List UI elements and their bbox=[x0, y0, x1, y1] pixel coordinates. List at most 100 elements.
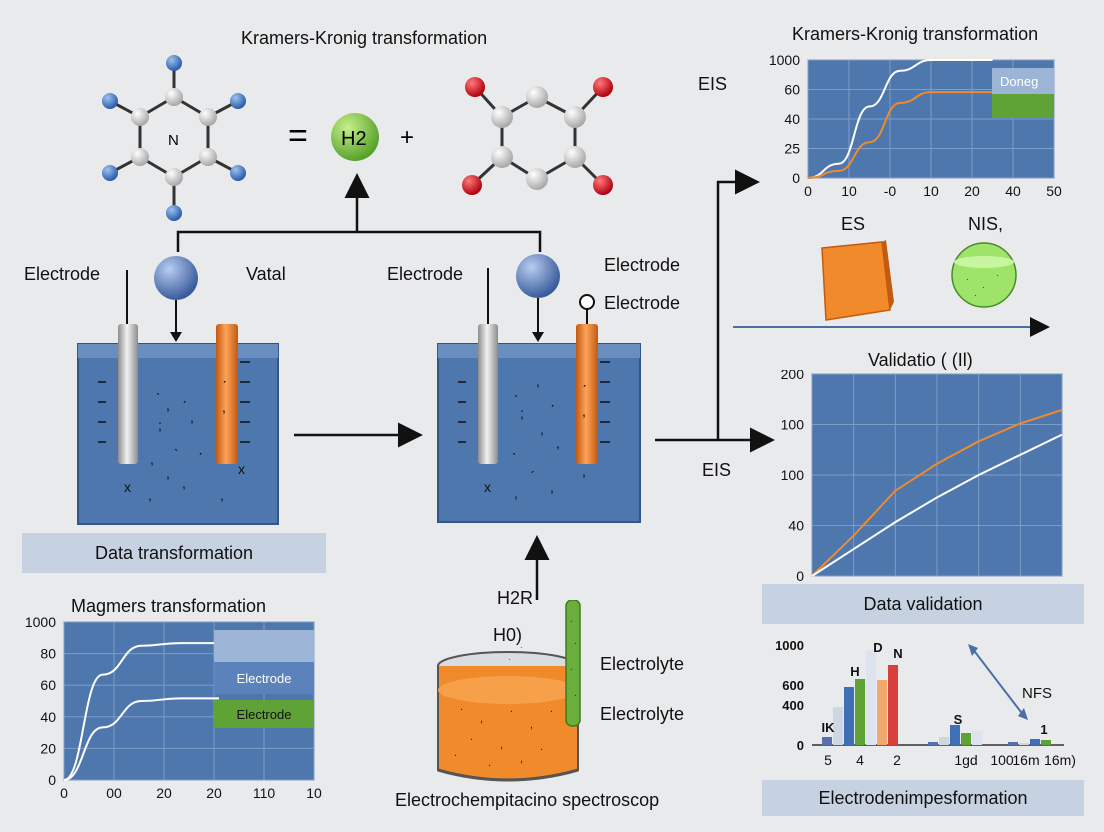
bar bbox=[888, 665, 898, 745]
bar bbox=[866, 650, 876, 745]
data-transformation-band: Data transformation bbox=[22, 533, 326, 573]
series-line-0 bbox=[807, 59, 993, 179]
bar bbox=[939, 737, 949, 745]
svg-text:ˎ: ˎ bbox=[156, 379, 161, 395]
series-line-1 bbox=[807, 91, 993, 179]
nis-sphere-icon: .... bbox=[951, 242, 1017, 308]
bar-x-tick-label: 2 bbox=[893, 752, 901, 768]
chart-validation-title: Validatio ( (Il) bbox=[868, 350, 973, 370]
bar bbox=[844, 687, 854, 745]
bar bbox=[950, 725, 960, 745]
x-tick-label: 20 bbox=[206, 785, 222, 801]
bar bbox=[822, 737, 832, 745]
bottom-caption: Electrochempitacino spectroscop bbox=[395, 790, 660, 810]
chart-validation: 20010010040001020304050100 bbox=[781, 370, 1070, 584]
svg-text:,: , bbox=[222, 399, 226, 415]
svg-text:ˏ: ˏ bbox=[582, 371, 587, 387]
svg-text:.: . bbox=[510, 703, 513, 715]
x-tick-label: -0 bbox=[884, 183, 897, 199]
y-tick-label: 40 bbox=[788, 518, 804, 534]
x-tick-label: 0 bbox=[808, 581, 816, 584]
es-cube-icon bbox=[821, 240, 894, 321]
bar-x-tick-label: 16m bbox=[1012, 752, 1039, 768]
svg-text:;: ; bbox=[158, 417, 162, 433]
svg-text:,: , bbox=[190, 409, 194, 425]
y-tick-label: 40 bbox=[40, 709, 56, 725]
gas-label-bottom: H0) bbox=[493, 625, 523, 645]
oxygen-ring-atoms bbox=[462, 77, 613, 195]
svg-text:.: . bbox=[966, 272, 969, 283]
bar bbox=[877, 680, 887, 745]
svg-text:.: . bbox=[508, 652, 511, 663]
svg-text:.: . bbox=[550, 703, 553, 715]
y-tick-label: 0 bbox=[792, 170, 800, 186]
svg-text:ˏ: ˏ bbox=[530, 457, 535, 473]
cell2-right-label-top: Electrode bbox=[604, 255, 681, 275]
y-tick-label: 0 bbox=[796, 568, 804, 584]
x-tick-label: 30 bbox=[929, 581, 945, 584]
bar-annotation: 1 bbox=[1040, 722, 1047, 737]
bar bbox=[928, 742, 938, 745]
svg-text:.: . bbox=[574, 688, 577, 699]
svg-text:ˏ: ˏ bbox=[198, 439, 203, 455]
x-tick-label: 100 bbox=[1050, 581, 1070, 584]
legend-item-1 bbox=[214, 662, 314, 694]
x-tick-label: 10 bbox=[841, 183, 857, 199]
legend-swatch-green bbox=[992, 94, 1054, 118]
x-tick-label: 50 bbox=[1013, 581, 1029, 584]
bar-y-tick-label: 1000 bbox=[775, 638, 804, 653]
svg-text:,: , bbox=[150, 451, 154, 467]
svg-text:.: . bbox=[570, 662, 573, 673]
x-tick-label: 40 bbox=[971, 581, 987, 584]
series-line-0 bbox=[63, 642, 219, 781]
x-tick-label: 20 bbox=[964, 183, 980, 199]
svg-text:,: , bbox=[582, 463, 586, 479]
svg-text:ˎ: ˎ bbox=[514, 381, 519, 397]
svg-text:;: ; bbox=[520, 405, 524, 421]
svg-text:ˏ: ˏ bbox=[182, 387, 187, 403]
svg-text:.: . bbox=[496, 644, 499, 655]
gas-label-top: H2R bbox=[497, 588, 534, 608]
bar-y-tick-label: 0 bbox=[797, 738, 804, 753]
bar-x-tick-label: 16m) bbox=[1044, 752, 1076, 768]
svg-text:.: . bbox=[470, 731, 473, 743]
bar-annotation: H bbox=[850, 664, 859, 679]
svg-text:.: . bbox=[574, 636, 577, 647]
legend-item-2 bbox=[214, 700, 314, 728]
svg-text:ˏ: ˏ bbox=[550, 391, 555, 407]
series-line-1 bbox=[811, 433, 1063, 577]
bar bbox=[961, 733, 971, 745]
svg-text:.: . bbox=[488, 757, 491, 769]
svg-text:,: , bbox=[500, 739, 503, 751]
legend-label: Doneg bbox=[1000, 74, 1038, 89]
svg-text:ˏ: ˏ bbox=[222, 367, 227, 383]
svg-text:,: , bbox=[148, 487, 152, 503]
bar-x-tick-label: 100 bbox=[990, 752, 1014, 768]
electrolysis-cell-1: ˎ,ˏ; ,ˎ,ˏ ,x,, x,ˏ, bbox=[77, 256, 279, 525]
bar bbox=[833, 707, 843, 745]
bar-y-tick-label: 600 bbox=[782, 678, 804, 693]
x-tick-label: 50 bbox=[1046, 183, 1062, 199]
bar-annotation: IK bbox=[822, 720, 836, 735]
bar-annotation: S bbox=[954, 712, 963, 727]
svg-text:.: . bbox=[996, 268, 999, 279]
x-tick-label: 20 bbox=[888, 581, 904, 584]
svg-text:,: , bbox=[536, 373, 540, 389]
cell1-metal-label: Vatal bbox=[246, 264, 286, 284]
y-tick-label: 20 bbox=[40, 740, 56, 756]
bar-x-tick-label: 5 bbox=[824, 752, 832, 768]
bar-annotation: D bbox=[873, 640, 882, 655]
bar bbox=[1008, 742, 1018, 745]
svg-text:.: . bbox=[454, 747, 457, 759]
svg-text:,: , bbox=[514, 485, 518, 501]
svg-text:.: . bbox=[982, 280, 985, 291]
y-tick-label: 1000 bbox=[25, 615, 56, 630]
eis-label-top: EIS bbox=[698, 74, 728, 94]
legend-top-fill bbox=[214, 630, 314, 662]
bar-annotation: N bbox=[893, 646, 902, 661]
electrolyte-label-2: Electrolyte bbox=[600, 704, 685, 724]
y-tick-label: 100 bbox=[781, 417, 805, 433]
x-tick-label: 110 bbox=[253, 785, 276, 801]
svg-text:,: , bbox=[550, 479, 554, 495]
